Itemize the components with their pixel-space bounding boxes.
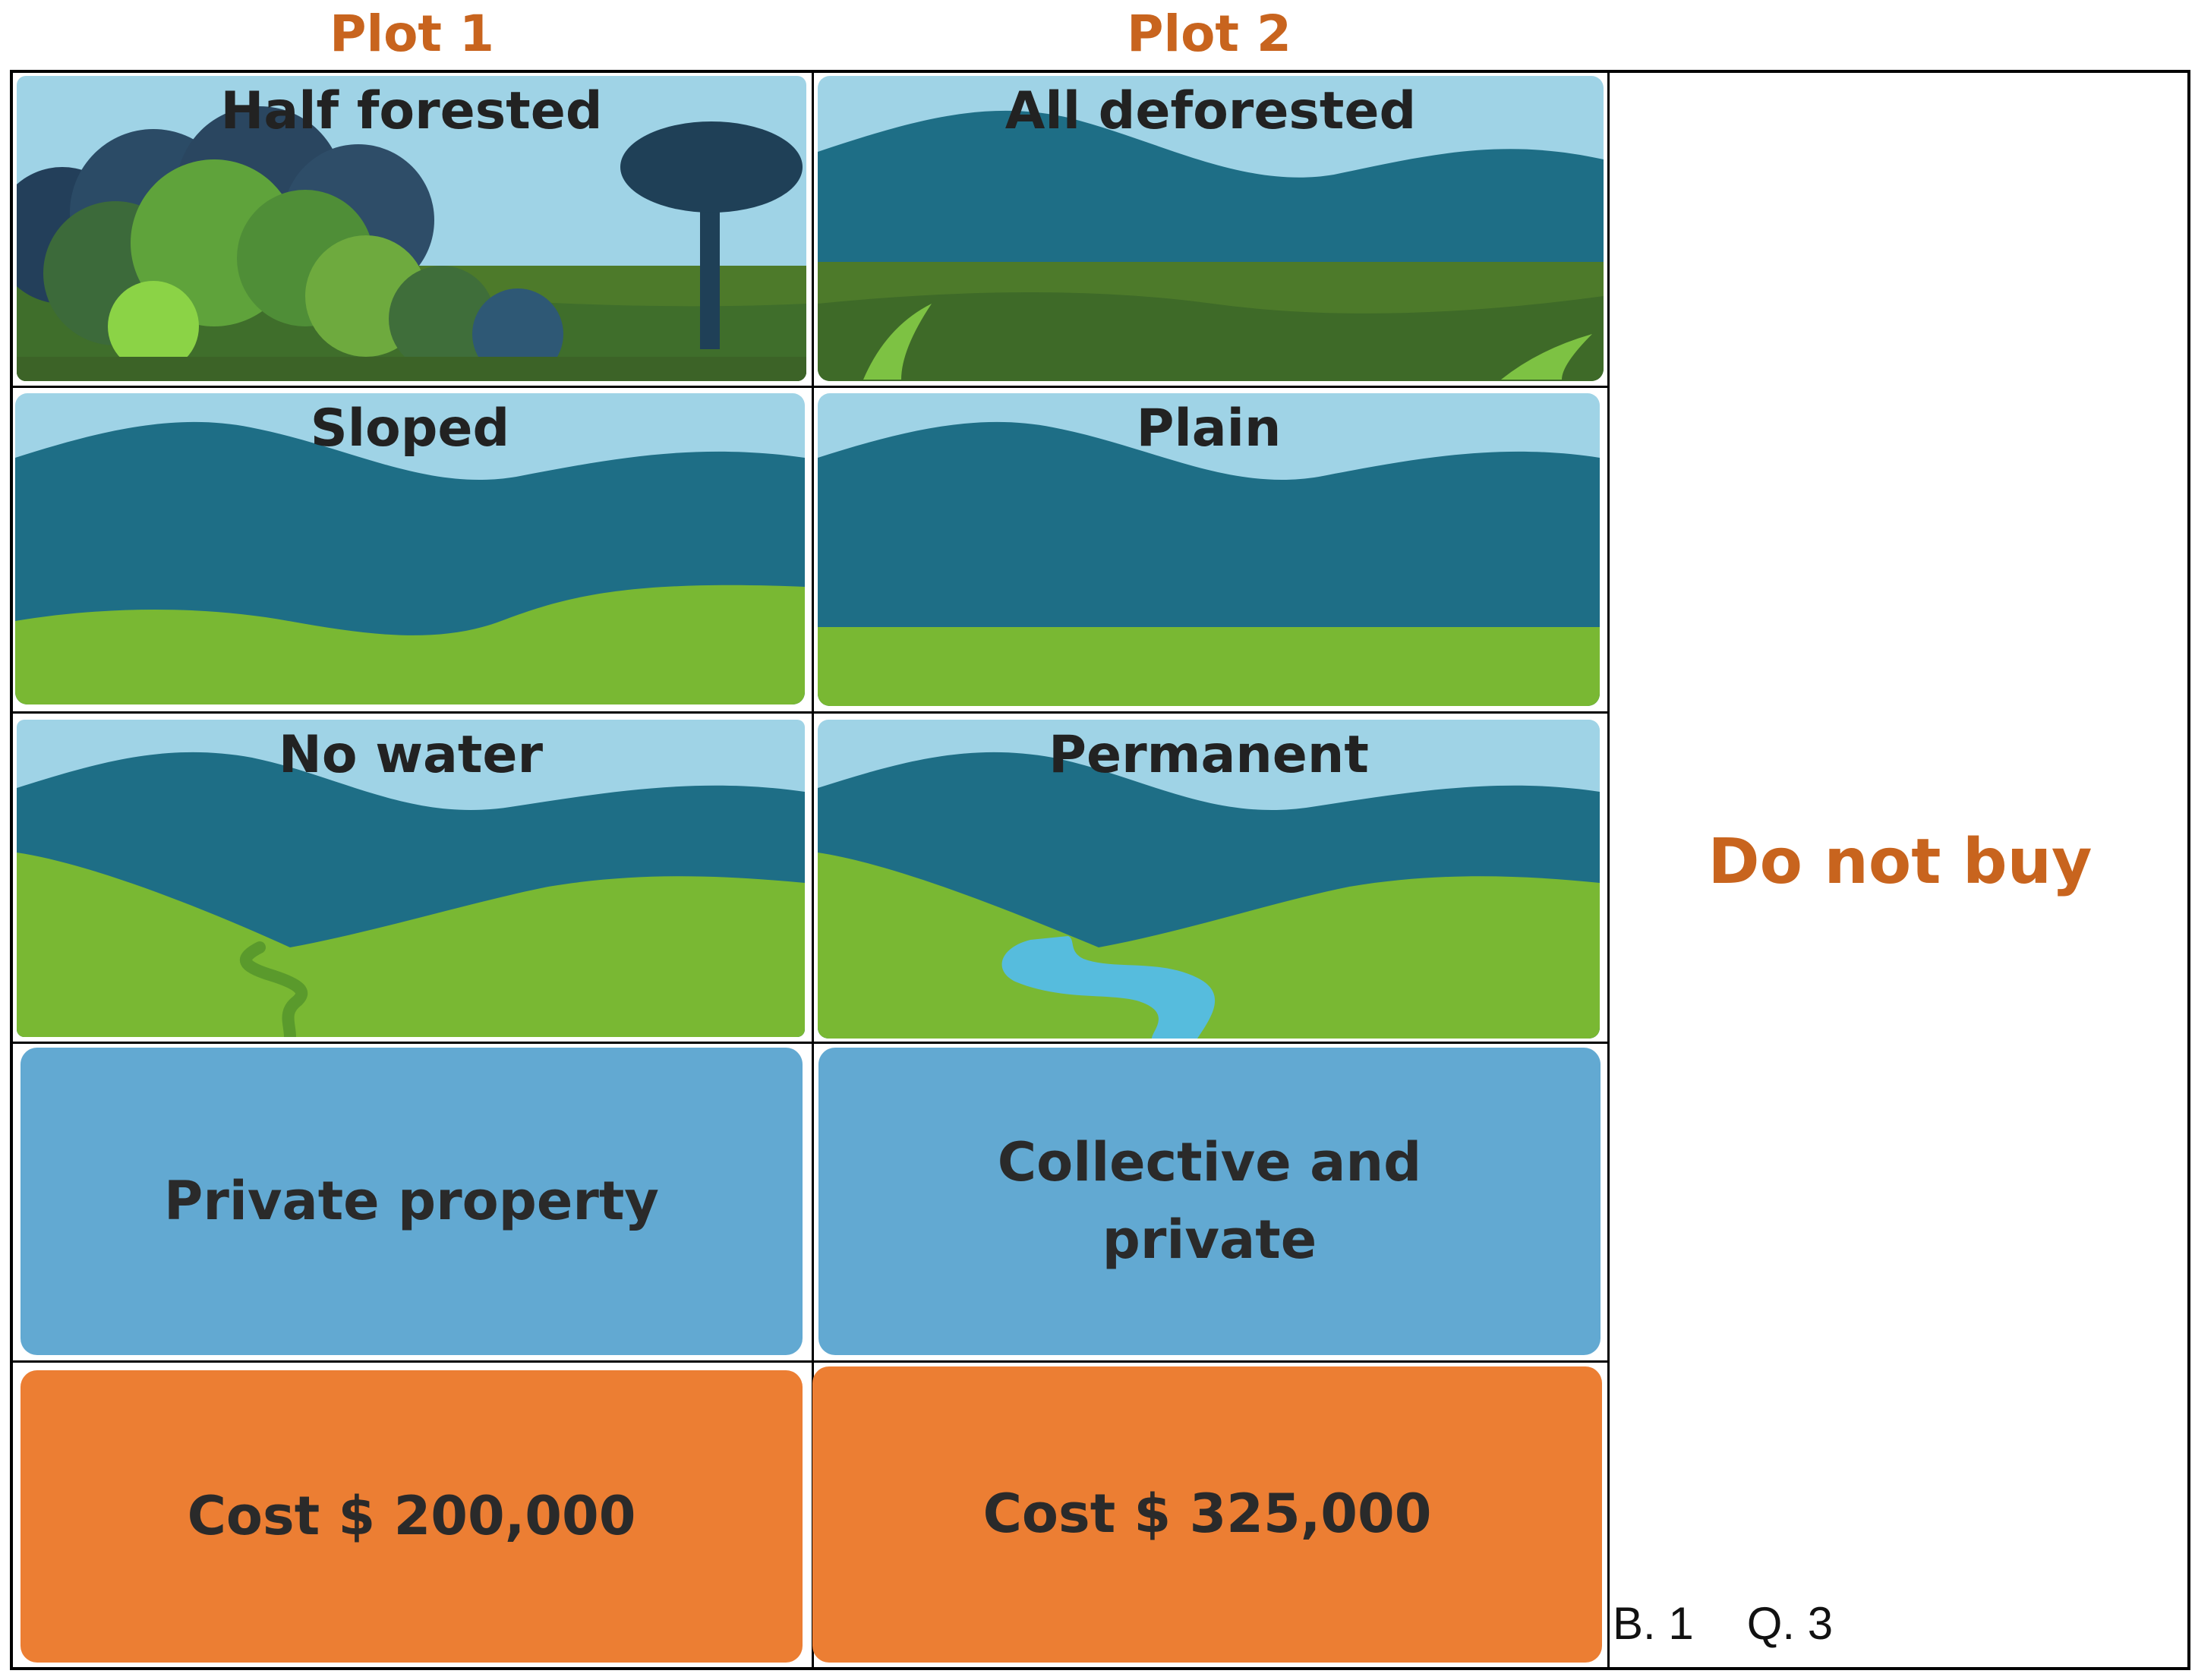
column-divider-2 <box>1607 70 1610 1670</box>
table-border-left <box>10 70 13 1670</box>
table-border-bottom <box>10 1667 2190 1670</box>
plain-terrain-illustration <box>818 393 1600 706</box>
plot-1-cost-text: Cost $ 200,000 <box>187 1484 636 1547</box>
plot-2-water-label: Permanent <box>1049 725 1369 785</box>
row-divider-3 <box>10 1042 1610 1044</box>
row-divider-2 <box>10 711 1610 714</box>
column-divider-1 <box>812 70 814 1670</box>
plot-1-water-label: No water <box>278 725 544 785</box>
plot-1-forest-cell: Half forested <box>17 76 806 381</box>
all-deforested-illustration <box>818 76 1604 381</box>
half-forested-illustration <box>17 76 806 381</box>
do-not-buy-option: Do not buy <box>1708 825 2093 898</box>
plot-1-cost-card: Cost $ 200,000 <box>20 1370 803 1663</box>
row-divider-1 <box>10 386 1610 388</box>
plot-2-tenure-line-1: Collective and <box>997 1131 1422 1193</box>
plot-1-slope-cell: Sloped <box>15 393 805 704</box>
plot-1-header: Plot 1 <box>330 4 494 63</box>
question-footer: B. 1 Q. 3 <box>1613 1593 1833 1653</box>
block-number: B. 1 <box>1613 1597 1694 1649</box>
permanent-water-illustration <box>818 720 1600 1039</box>
plot-2-tenure-text: Collective and private <box>998 1124 1422 1278</box>
plot-2-slope-cell: Plain <box>818 393 1600 706</box>
plot-1-slope-label: Sloped <box>310 399 510 459</box>
plot-1-tenure-card: Private property <box>20 1048 803 1355</box>
plot-2-forest-cell: All deforested <box>818 76 1604 381</box>
plot-2-header: Plot 2 <box>1127 4 1291 63</box>
plot-2-water-cell: Permanent <box>818 720 1600 1039</box>
plot-1-tenure-text: Private property <box>164 1169 659 1232</box>
row-divider-4 <box>10 1360 1610 1363</box>
table-border-top <box>10 70 2190 73</box>
no-water-illustration <box>17 720 805 1037</box>
plot-2-tenure-line-2: private <box>1102 1208 1317 1271</box>
plot-2-forest-label: All deforested <box>1004 81 1417 141</box>
sloped-terrain-illustration <box>15 393 805 704</box>
table-border-right <box>2187 70 2190 1670</box>
plot-2-cost-text: Cost $ 325,000 <box>982 1483 1432 1546</box>
plot-2-cost-card: Cost $ 325,000 <box>812 1366 1602 1663</box>
question-number: Q. 3 <box>1746 1597 1834 1649</box>
plot-1-water-cell: No water <box>17 720 805 1037</box>
plot-2-slope-label: Plain <box>1136 399 1282 459</box>
plot-1-forest-label: Half forested <box>220 81 603 141</box>
plot-2-tenure-card: Collective and private <box>818 1048 1601 1355</box>
